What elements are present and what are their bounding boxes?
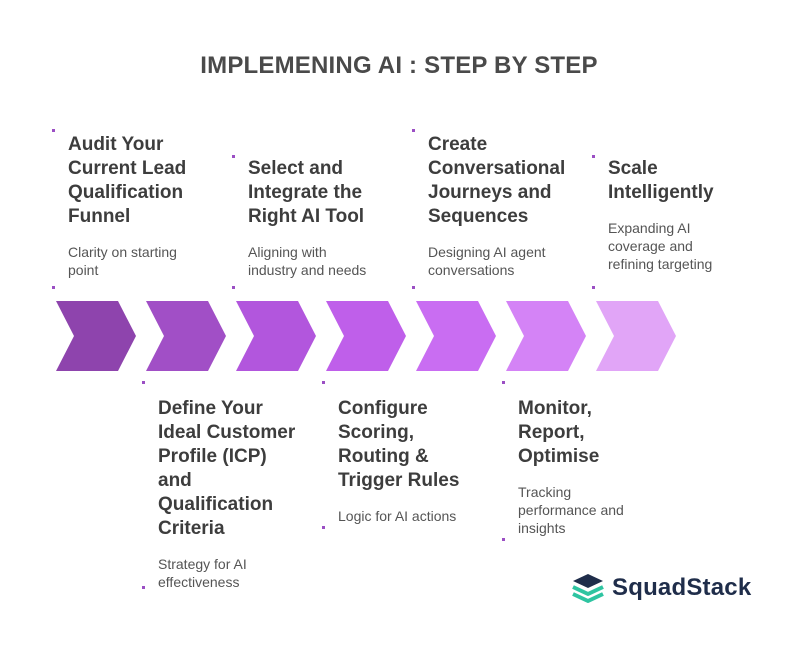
marker-dot <box>232 286 235 289</box>
step-4-desc: Logic for AI actions <box>338 508 457 524</box>
step-3: Select and Integrate the Right AI Tool A… <box>248 157 398 279</box>
step-7-title: Scale Intelligently <box>608 158 714 203</box>
chevron-step-4 <box>326 301 406 371</box>
marker-dot <box>502 381 505 384</box>
marker-dot <box>232 155 235 158</box>
step-6-title: Monitor, Report, Optimise <box>518 398 600 467</box>
chevron-step-1 <box>56 301 136 371</box>
logo-text: SquadStack <box>612 574 752 601</box>
step-4: Configure Scoring, Routing & Trigger Rul… <box>338 397 488 525</box>
step-4-title: Configure Scoring, Routing & Trigger Rul… <box>338 398 460 491</box>
marker-dot <box>412 286 415 289</box>
marker-dot <box>322 526 325 529</box>
chevron-step-7 <box>596 301 676 371</box>
marker-dot <box>52 286 55 289</box>
step-5: Create Conversational Journeys and Seque… <box>428 133 588 279</box>
step-7-desc: Expanding AI coverage and refining targe… <box>608 220 713 272</box>
marker-dot <box>412 129 415 132</box>
page-title: IMPLEMENING AI : STEP BY STEP <box>200 52 598 79</box>
step-2: Define Your Ideal Customer Profile (ICP)… <box>158 397 318 591</box>
marker-dot <box>592 286 595 289</box>
marker-dot <box>142 381 145 384</box>
step-7: Scale Intelligently Expanding AI coverag… <box>608 157 778 273</box>
chevron-step-6 <box>506 301 586 371</box>
step-6: Monitor, Report, Optimise Tracking perfo… <box>518 397 668 537</box>
step-2-desc: Strategy for AI effectiveness <box>158 556 247 590</box>
marker-dot <box>502 538 505 541</box>
marker-dot <box>142 586 145 589</box>
step-5-title: Create Conversational Journeys and Seque… <box>428 134 566 227</box>
step-5-desc: Designing AI agent conversations <box>428 244 546 278</box>
step-2-title: Define Your Ideal Customer Profile (ICP)… <box>158 398 296 539</box>
marker-dot <box>322 381 325 384</box>
chevron-step-3 <box>236 301 316 371</box>
step-3-desc: Aligning with industry and needs <box>248 244 367 278</box>
step-1-desc: Clarity on starting point <box>68 244 177 278</box>
squadstack-logo-icon <box>572 574 604 603</box>
chevron-step-5 <box>416 301 496 371</box>
marker-dot <box>52 129 55 132</box>
squadstack-logo: SquadStack <box>572 573 751 603</box>
step-1-title: Audit Your Current Lead Qualification Fu… <box>68 134 187 227</box>
step-6-desc: Tracking performance and insights <box>518 484 624 536</box>
step-3-title: Select and Integrate the Right AI Tool <box>248 158 365 227</box>
chevron-step-2 <box>146 301 226 371</box>
marker-dot <box>592 155 595 158</box>
step-1: Audit Your Current Lead Qualification Fu… <box>68 133 218 279</box>
